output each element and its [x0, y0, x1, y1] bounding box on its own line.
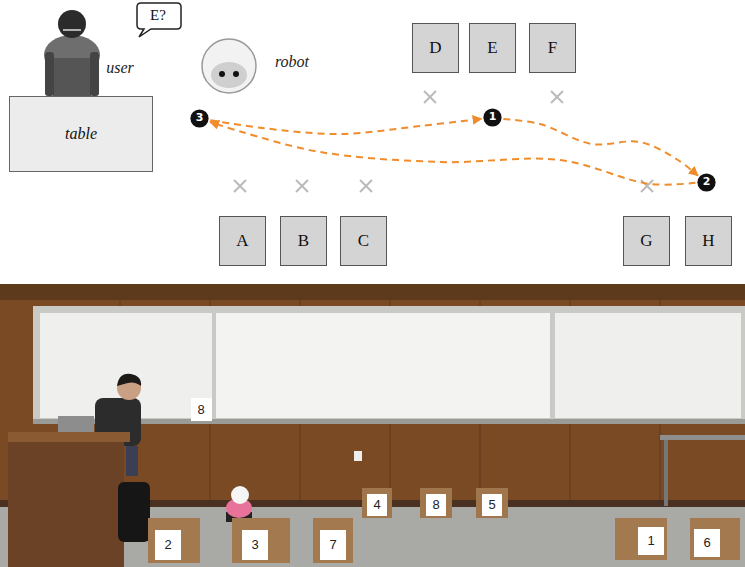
bubble-shape — [137, 3, 181, 37]
speech-text: E? — [150, 7, 166, 24]
box-letter: G — [640, 232, 652, 251]
step-circle: 1 — [483, 108, 502, 127]
table-box: table — [9, 96, 153, 172]
paper-sign — [482, 494, 502, 516]
x-mark — [551, 91, 563, 103]
photo-sign-number: 8 — [432, 498, 439, 512]
box-letter: E — [487, 39, 497, 58]
table-leg — [664, 440, 668, 506]
figure-label: robot — [275, 53, 309, 71]
paper-sign — [638, 527, 664, 555]
robot-head — [202, 39, 256, 93]
location-box: G — [623, 216, 670, 266]
location-box: C — [340, 216, 387, 266]
circle-fill — [697, 173, 715, 191]
robot-icon — [202, 39, 256, 93]
box-letter: B — [298, 232, 309, 251]
wall-outlet — [354, 451, 362, 461]
circle-fill — [190, 109, 208, 127]
robot-eye — [233, 71, 239, 77]
robot-eye — [219, 71, 225, 77]
cardboard-box — [420, 488, 452, 518]
cardboard-box — [232, 518, 290, 563]
location-box: H — [685, 216, 732, 266]
user-figure — [44, 10, 100, 96]
box-letter: C — [358, 232, 369, 251]
box-letter: A — [236, 232, 248, 251]
speech-bubble: E? — [133, 1, 183, 38]
box-letter: D — [429, 39, 441, 58]
wall-top-band — [0, 284, 745, 300]
cardboard-box — [476, 488, 508, 518]
box-letter: F — [548, 39, 557, 58]
x-mark — [296, 180, 308, 192]
cardboard-box — [615, 518, 667, 560]
room-photo — [0, 284, 745, 567]
x-mark — [641, 180, 653, 192]
photo-sign-number: 8 — [197, 403, 204, 417]
person-hair — [117, 374, 141, 386]
location-box: D — [412, 23, 459, 73]
user-arm — [45, 52, 54, 96]
circle-fill — [483, 108, 501, 126]
photo-sign-number: 6 — [703, 536, 710, 550]
user-head — [58, 10, 86, 38]
photo-sign-number: 1 — [647, 534, 654, 548]
box-letter: H — [702, 232, 714, 251]
robot-head — [231, 486, 249, 504]
location-box: B — [280, 216, 327, 266]
x-mark — [360, 180, 372, 192]
lectern-top — [8, 432, 130, 442]
cardboard-box — [362, 488, 392, 518]
paper-sign — [155, 530, 181, 560]
side-table — [660, 435, 745, 440]
table-label: table — [65, 125, 97, 143]
x-mark — [234, 180, 246, 192]
paper-sign — [367, 494, 387, 516]
figure-label: user — [106, 59, 134, 77]
person-legs — [126, 446, 138, 476]
photo-sign-number: 4 — [373, 498, 380, 512]
cardboard-box — [148, 518, 200, 563]
x-marks — [234, 91, 653, 192]
step-circle: 2 — [697, 173, 716, 192]
step-number: 1 — [489, 111, 497, 123]
step-number: 3 — [196, 112, 204, 124]
location-box: F — [529, 23, 576, 73]
whiteboard-panel — [555, 313, 741, 418]
user-glasses — [63, 29, 81, 31]
paper-sign — [242, 530, 268, 560]
paper-sign — [426, 494, 446, 516]
route-arrow — [210, 122, 696, 185]
paper-sign — [320, 530, 346, 560]
step-circle: 3 — [190, 109, 209, 128]
location-box: A — [219, 216, 266, 266]
route-arrow — [210, 119, 481, 134]
cardboard-box — [313, 518, 353, 563]
lectern-body — [8, 442, 124, 567]
cardboard-box — [690, 518, 740, 560]
location-box: E — [469, 23, 516, 73]
photo-sign-number: 2 — [164, 538, 171, 552]
photo-sign-number: 5 — [488, 498, 495, 512]
paper-sign — [191, 398, 212, 421]
x-mark — [424, 91, 436, 103]
robot-face — [211, 62, 247, 88]
photo-sign-number: 7 — [329, 538, 336, 552]
user-arm — [90, 52, 99, 96]
paper-sign — [694, 529, 720, 557]
wood-wall — [0, 284, 745, 567]
user-torso — [53, 58, 91, 96]
route-arrow — [503, 119, 697, 176]
photo-sign-number: 3 — [251, 538, 258, 552]
step-number: 2 — [703, 176, 711, 188]
backpack — [118, 482, 150, 542]
whiteboard-panel — [216, 313, 550, 418]
